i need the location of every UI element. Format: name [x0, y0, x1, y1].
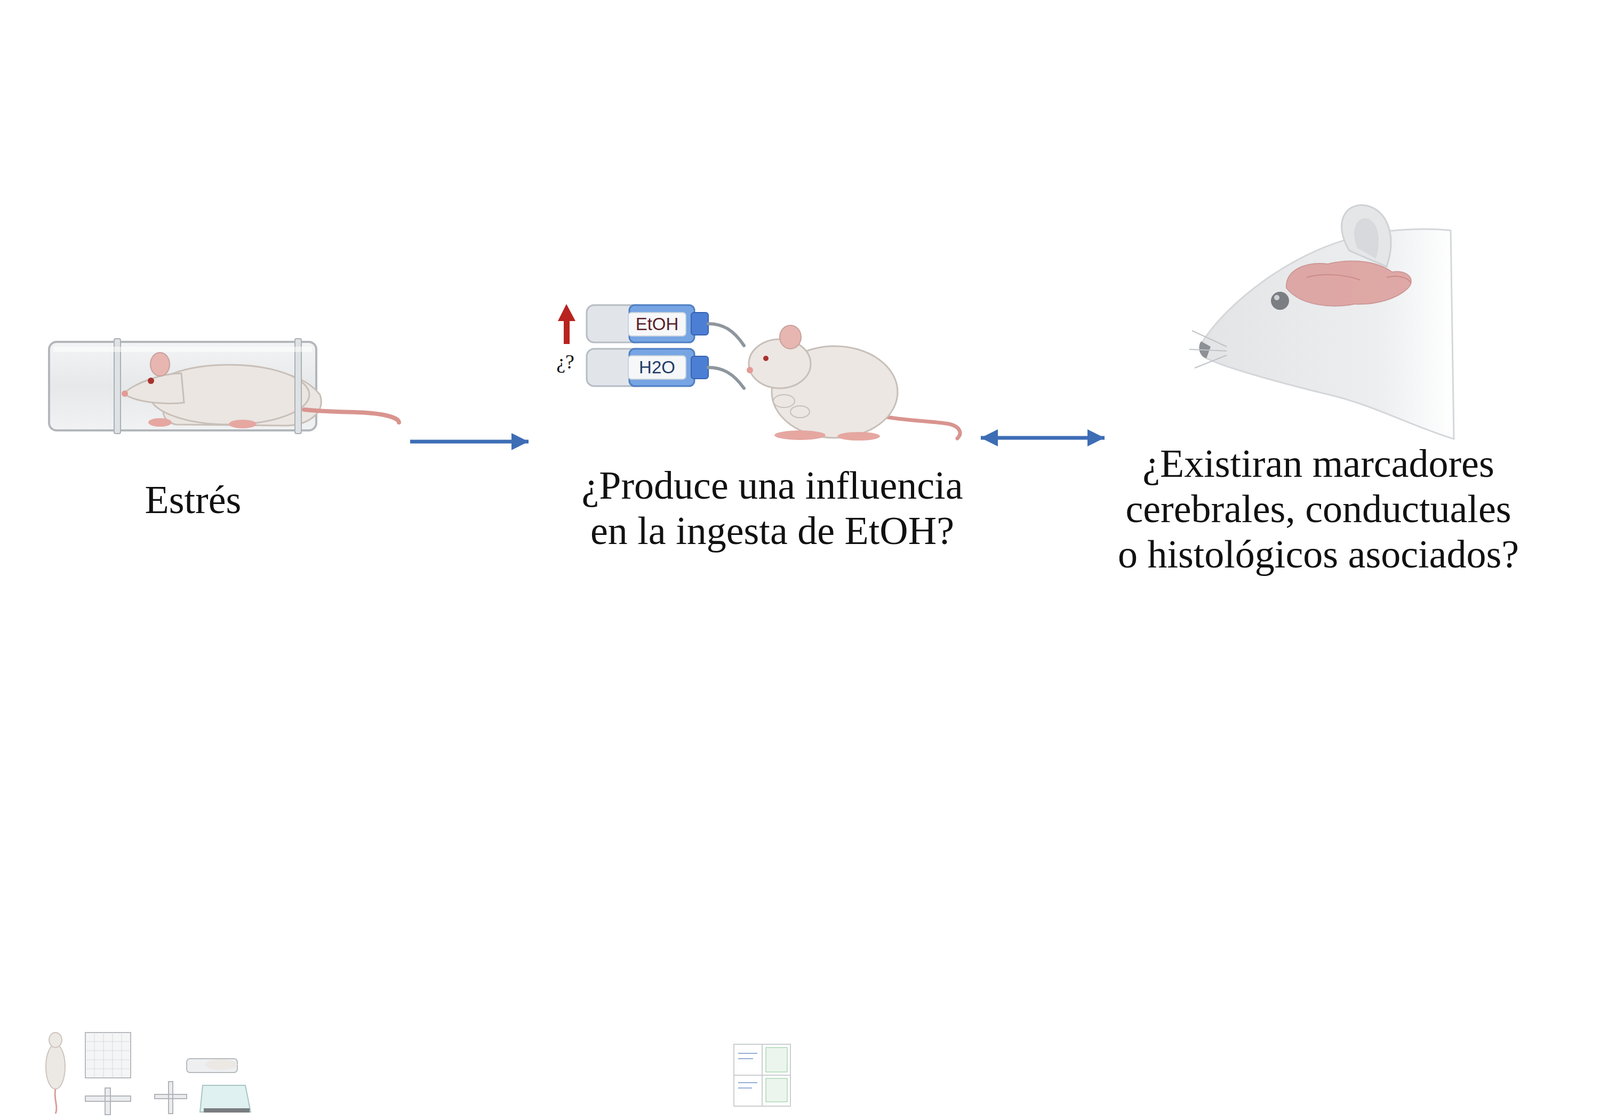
- thumbnail-figures-part: [54, 1089, 57, 1114]
- restraint-tube-rat-part: [147, 377, 155, 384]
- drinking-bottles-part: [708, 323, 744, 346]
- rat-head-brain-part: [1306, 274, 1360, 280]
- sitting-mouse: [746, 325, 960, 441]
- sitting-mouse-part: [763, 355, 769, 362]
- restraint-tube-rat-part: [49, 341, 317, 431]
- drinking-bottles-part: [628, 355, 686, 380]
- increase-arrow-part: [557, 304, 576, 322]
- thumbnail-figures-part: [765, 1047, 788, 1072]
- drinking-bottles: [586, 305, 744, 389]
- thumbnail-figures-part: [45, 1044, 66, 1090]
- question-mark: ¿?: [546, 349, 584, 375]
- sitting-mouse-part: [779, 325, 802, 349]
- restraint-tube-rat-part: [123, 373, 184, 404]
- sitting-mouse-part: [773, 394, 795, 408]
- thumbnail-figures-part: [85, 1088, 131, 1115]
- restraint-tube-rat-part: [114, 338, 121, 434]
- increase-arrow: [557, 304, 576, 344]
- thumbnail-figures-part: [733, 1044, 791, 1107]
- panel-caption: ¿Existiran marcadores cerebrales, conduc…: [1111, 441, 1526, 578]
- arrow-connector: [980, 436, 1105, 440]
- panel-node: Estrés: [21, 320, 406, 530]
- panel-node: ¿Existiran marcadores cerebrales, conduc…: [1109, 197, 1579, 584]
- arrow-connector: [410, 440, 529, 444]
- restraint-tube-rat-part: [121, 390, 128, 397]
- increase-arrow-part: [563, 318, 570, 344]
- thumbnail-figures-part: [85, 1032, 131, 1078]
- sitting-mouse-part: [748, 339, 811, 389]
- thumbnail-figures-part: [203, 1108, 250, 1113]
- restraint-tube-rat-part: [148, 418, 172, 427]
- rat-head-brain-part: [1274, 294, 1280, 301]
- sitting-mouse-part: [837, 432, 880, 441]
- drinking-bottles-part: [691, 312, 709, 335]
- thumbnail-figures: [45, 1032, 791, 1115]
- rat-head-brain-part: [1189, 330, 1227, 368]
- panel-caption: ¿Produce una influencia en la ingesta de…: [564, 462, 981, 554]
- rat-head-brain-part: [1270, 291, 1290, 310]
- thumbnail-figures-part: [765, 1078, 788, 1102]
- sitting-mouse-part: [790, 405, 810, 418]
- panel-node: ¿Produce una influencia en la ingesta de…: [533, 288, 976, 560]
- drinking-bottles-part: [691, 356, 709, 379]
- bottle-label: EtOH: [627, 313, 687, 335]
- thumbnail-figures-part: [733, 1044, 791, 1107]
- drinking-bottles-part: [628, 312, 686, 336]
- thumbnail-figures-part: [205, 1059, 238, 1070]
- sitting-mouse-part: [774, 430, 826, 440]
- rat-head-brain-part: [1354, 218, 1379, 259]
- drinking-bottles-part: [708, 367, 744, 389]
- rat-head-brain: [1189, 205, 1454, 439]
- restraint-tube-rat-part: [304, 409, 399, 423]
- panel-caption: Estrés: [86, 477, 300, 523]
- thumbnail-figures-part: [738, 1053, 758, 1088]
- bottle-label: H2O: [627, 356, 687, 379]
- restraint-tube-rat: [49, 338, 399, 434]
- restraint-tube-rat-part: [150, 352, 170, 376]
- rat-head-brain-part: [1201, 229, 1454, 439]
- thumbnail-figures-part: [85, 1032, 131, 1078]
- thumbnail-figures-part: [49, 1032, 62, 1048]
- rat-head-brain-part: [1286, 261, 1412, 307]
- rat-head-brain-part: [1341, 205, 1391, 267]
- sitting-mouse-part: [746, 366, 754, 374]
- restraint-tube-rat-part: [53, 346, 312, 352]
- rat-head-brain-part: [1386, 276, 1411, 283]
- restraint-tube-rat-part: [294, 338, 302, 434]
- thumbnail-figures-part: [186, 1058, 238, 1073]
- restraint-tube-rat-part: [228, 419, 257, 429]
- thumbnail-figures-part: [200, 1085, 251, 1112]
- thumbnail-figures-part: [154, 1081, 187, 1114]
